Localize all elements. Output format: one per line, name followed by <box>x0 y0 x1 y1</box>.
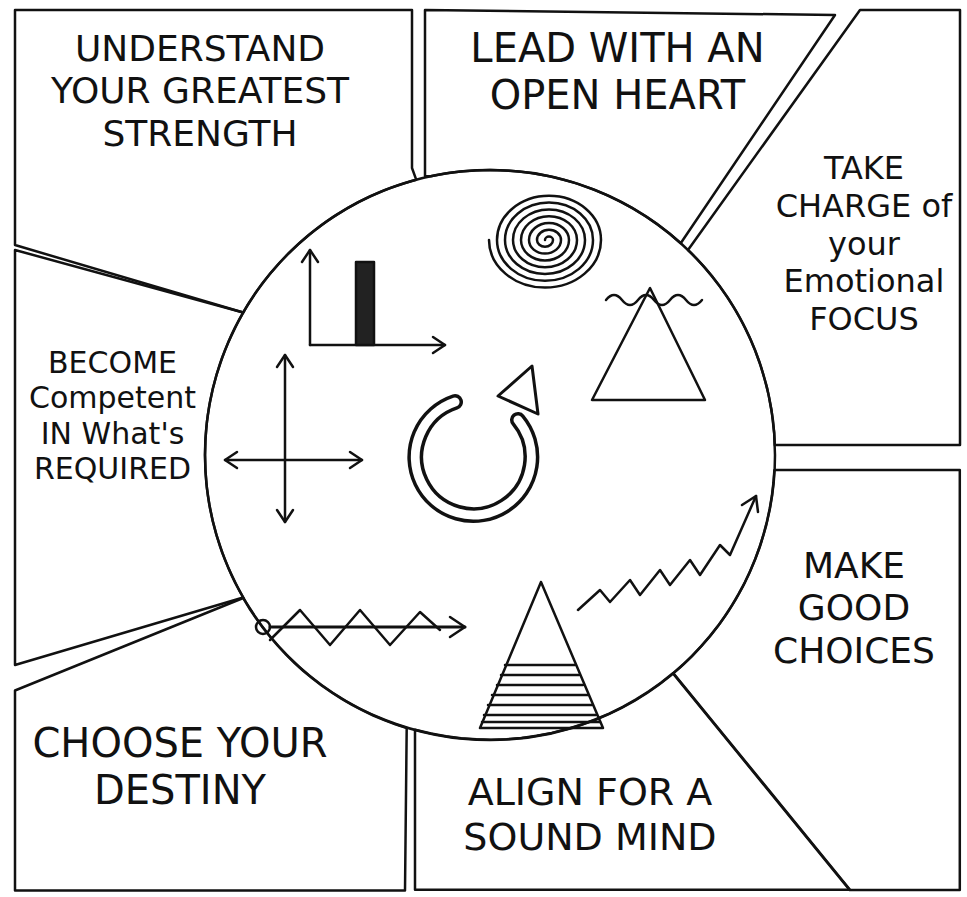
segment-text-area: ALIGN FOR A SOUND MIND <box>430 770 750 860</box>
segment-label: TAKE CHARGE of your Emotional FOCUS <box>770 150 958 339</box>
wheel-segment: ALIGN FOR A SOUND MIND <box>415 673 850 890</box>
segment-label: MAKE GOOD CHOICES <box>750 545 958 672</box>
path-arrow-symbol <box>256 610 465 645</box>
cross-arrows-symbol <box>225 355 362 522</box>
wheel-segment: CHOOSE YOUR DESTINY <box>15 598 407 891</box>
segment-text-area: BECOME Competent IN What's REQUIRED <box>20 345 205 487</box>
segment-border <box>425 10 835 243</box>
segment-outline <box>688 10 960 445</box>
segment-text-area: UNDERSTAND YOUR GREATEST STRENGTH <box>35 28 365 155</box>
segment-border <box>15 250 243 665</box>
segment-text-area: LEAD WITH AN OPEN HEART <box>440 25 795 119</box>
wheel-segment: LEAD WITH AN OPEN HEART <box>425 10 835 243</box>
bar-chart-symbol <box>302 250 445 353</box>
wheel-segment: TAKE CHARGE of your Emotional FOCUS <box>688 10 960 445</box>
wheel-segment: BECOME Competent IN What's REQUIRED <box>15 250 243 665</box>
segment-label: UNDERSTAND YOUR GREATEST STRENGTH <box>35 28 365 155</box>
mountain-symbol <box>592 288 705 400</box>
segment-border <box>15 598 407 891</box>
rising-zigzag-symbol <box>578 496 758 610</box>
segment-label: LEAD WITH AN OPEN HEART <box>440 25 795 119</box>
cycle-arrow-symbol <box>415 366 538 515</box>
segment-text-area: MAKE GOOD CHOICES <box>750 545 958 672</box>
segment-label: CHOOSE YOUR DESTINY <box>30 720 330 814</box>
segment-label: BECOME Competent IN What's REQUIRED <box>20 345 205 487</box>
segment-text-area: TAKE CHARGE of your Emotional FOCUS <box>770 150 958 339</box>
segment-border <box>415 673 850 890</box>
pyramid-symbol <box>480 582 603 728</box>
spiral-symbol <box>489 196 601 288</box>
segment-text-area: CHOOSE YOUR DESTINY <box>30 720 330 814</box>
segment-label: ALIGN FOR A SOUND MIND <box>430 770 750 860</box>
center-circle <box>205 170 775 740</box>
segment-border <box>688 10 960 445</box>
